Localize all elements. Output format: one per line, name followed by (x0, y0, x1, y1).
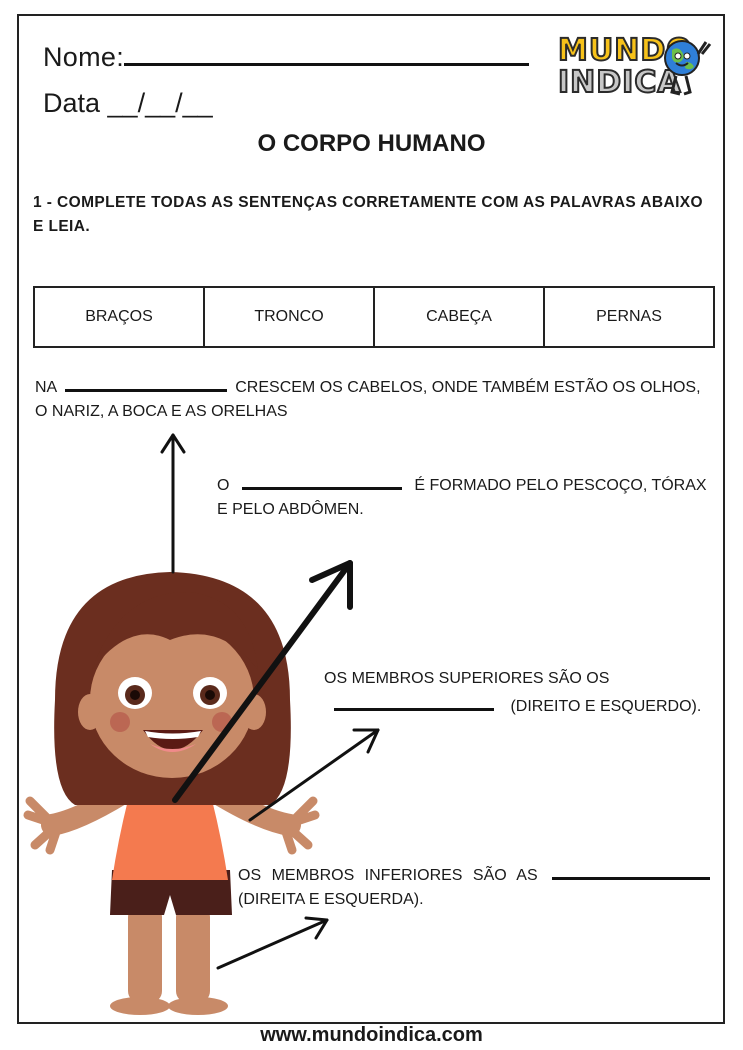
sentence-trunk: O É FORMADO PELO PESCOÇO, TÓRAX E PELO A… (217, 473, 712, 522)
word-bank-table: BRAÇOS TRONCO CABEÇA PERNAS (33, 286, 715, 348)
logo: MUNDO INDICA (557, 35, 718, 106)
answer-blank[interactable] (334, 696, 494, 711)
footer-url: www.mundoindica.com (260, 1024, 483, 1046)
sentence-text: NA (35, 379, 57, 396)
word-bank-cell: TRONCO (203, 286, 375, 348)
sentence-arms: OS MEMBROS SUPERIORES SÃO OS (DIREITO E … (324, 667, 714, 719)
answer-blank[interactable] (552, 863, 711, 880)
sentence-head: NA CRESCEM OS CABELOS, ONDE TAMBÉM ESTÃO… (35, 375, 715, 424)
sentence-text: OS MEMBROS SUPERIORES SÃO OS (324, 670, 610, 687)
name-blank[interactable] (124, 45, 530, 66)
arrow-icon (160, 433, 380, 970)
date-label: Data __/__/__ (43, 88, 213, 118)
word-bank-cell: BRAÇOS (33, 286, 205, 348)
name-label: Nome: (43, 42, 125, 72)
name-field[interactable]: Nome: (43, 42, 530, 73)
word-bank-cell: PERNAS (543, 286, 715, 348)
page-title: O CORPO HUMANO (257, 130, 486, 157)
sentence-text: É FORMADO PELO PESCOÇO, TÓRAX E PELO ABD… (217, 477, 707, 518)
sentence-text: OS MEMBROS INFERIORES SÃO AS (238, 867, 538, 884)
word-bank-cell: CABEÇA (373, 286, 545, 348)
sentence-text: (DIREITO E ESQUERDO). (510, 698, 702, 715)
sentence-text: CRESCEM OS CABELOS, ONDE TAMBÉM ESTÃO OS… (35, 379, 701, 420)
sentence-legs: OS MEMBROS INFERIORES SÃO AS (DIREITA E … (238, 863, 713, 912)
sentence-text: O (217, 477, 230, 494)
globe-mascot-icon (664, 40, 712, 96)
logo-line2: INDICA (557, 65, 682, 100)
sentence-text: (DIREITA E ESQUERDA). (238, 891, 424, 908)
worksheet-border (17, 14, 725, 1024)
answer-blank[interactable] (64, 375, 227, 392)
instruction-text: 1 - COMPLETE TODAS AS SENTENÇAS CORRETAM… (33, 194, 703, 235)
answer-blank[interactable] (241, 473, 402, 490)
